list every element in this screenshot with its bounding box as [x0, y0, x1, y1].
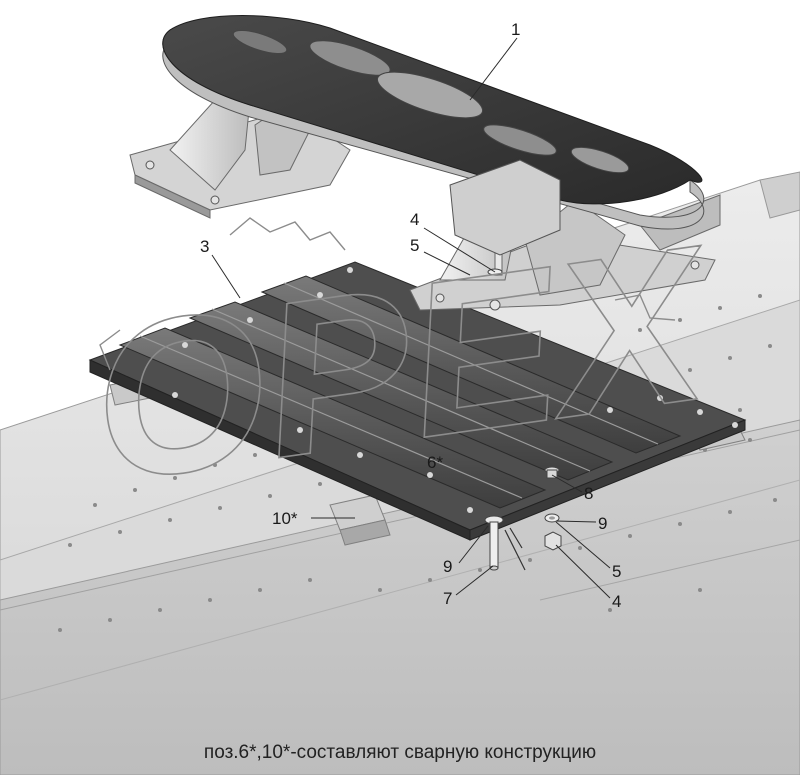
callout-3: 3 — [200, 237, 209, 256]
callout-6: 6* — [427, 453, 443, 472]
callout-10: 10* — [272, 509, 298, 528]
callout-4-upper: 4 — [410, 210, 419, 229]
leader-lines — [211, 37, 611, 599]
gear-outline — [99, 217, 676, 371]
frame-holes — [58, 294, 777, 632]
callout-9-left: 9 — [443, 557, 452, 576]
corrugated-plate — [88, 261, 747, 541]
callout-5-lower: 5 — [612, 562, 621, 581]
callout-8: 8 — [584, 484, 593, 503]
callout-1: 1 — [511, 20, 520, 39]
callout-4-lower: 4 — [612, 592, 621, 611]
callout-5-upper: 5 — [410, 236, 419, 255]
fifth-wheel-saddle — [129, 15, 721, 311]
diagram-caption: поз.6*,10*-составляют сварную конструкци… — [203, 742, 597, 763]
callout-7: 7 — [443, 589, 452, 608]
callout-9-right: 9 — [598, 514, 607, 533]
callouts: 1 3 4 5 6* 8 9 10* 9 7 5 4 — [200, 20, 621, 611]
fasteners — [484, 268, 562, 571]
